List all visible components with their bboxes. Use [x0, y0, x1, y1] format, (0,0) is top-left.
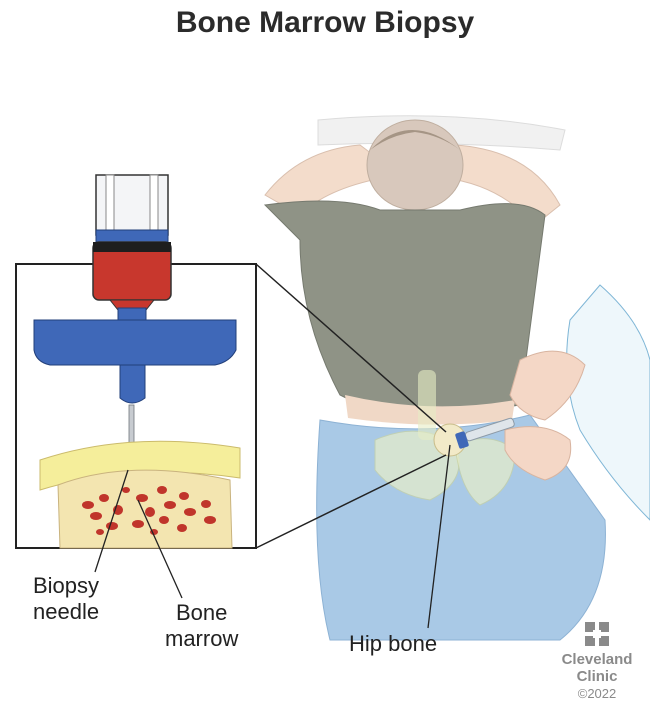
syringe — [93, 175, 171, 310]
logo-line2: Clinic — [556, 668, 638, 685]
logo-copyright: ©2022 — [556, 685, 638, 702]
logo-line1: Cleveland — [556, 651, 638, 668]
label-bone-marrow-line1: Bone — [165, 600, 238, 626]
label-hip-bone: Hip bone — [349, 631, 437, 657]
cleveland-clinic-logo: Cleveland Clinic ©2022 — [556, 622, 638, 702]
label-bone-marrow: Bone marrow — [165, 600, 238, 652]
label-biopsy-needle-line1: Biopsy — [33, 573, 99, 599]
label-biopsy-needle: Biopsy needle — [33, 573, 99, 625]
bone-cross-section — [40, 441, 240, 548]
label-bone-marrow-line2: marrow — [165, 626, 238, 652]
label-biopsy-needle-line2: needle — [33, 599, 99, 625]
cleveland-clinic-cross-icon — [585, 622, 609, 646]
